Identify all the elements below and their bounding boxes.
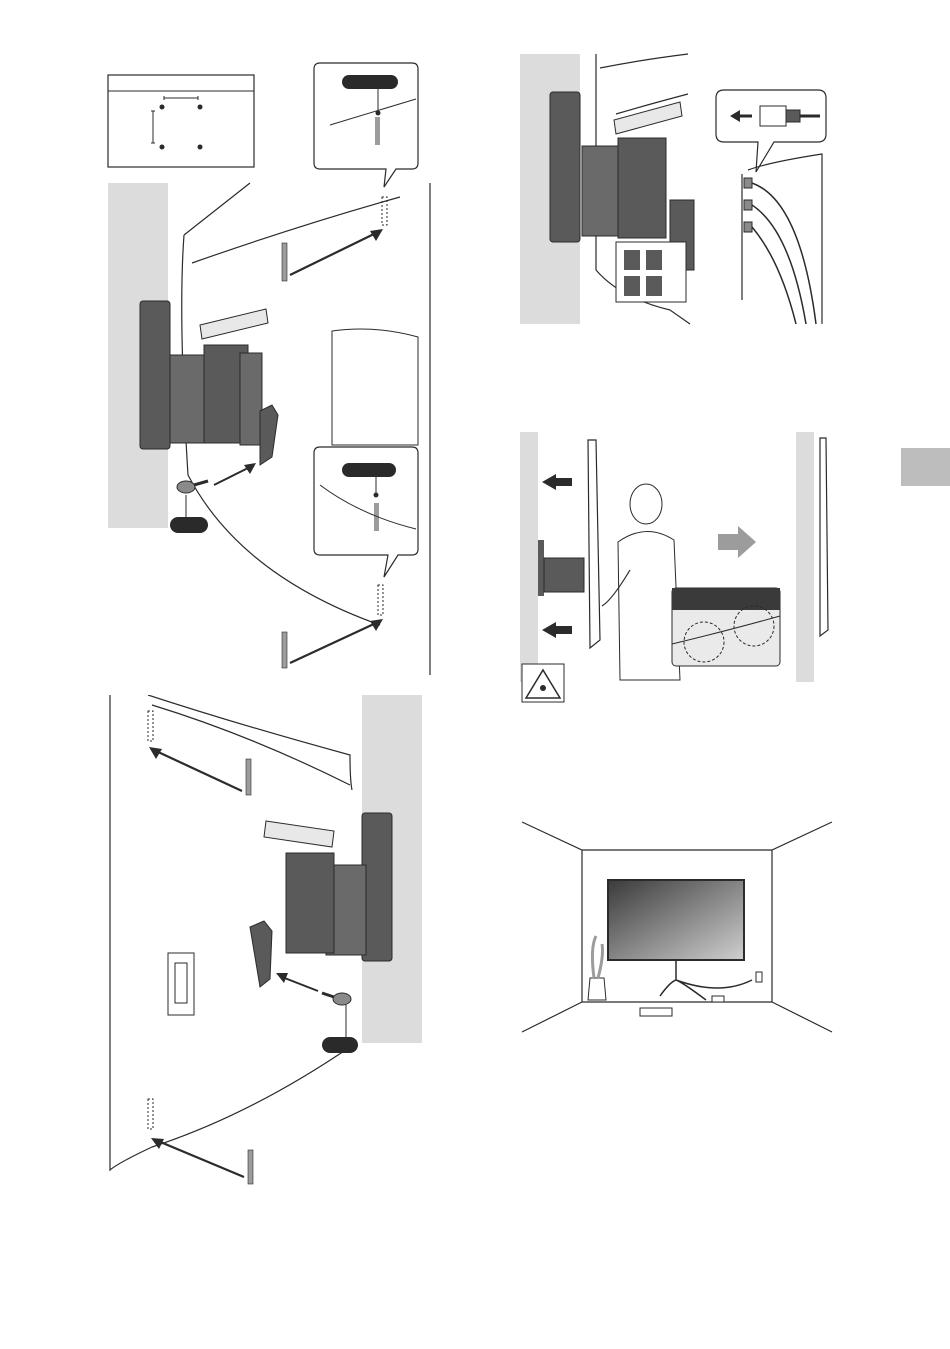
callout-lower [314,447,418,577]
arrow-icon [718,526,756,558]
hang-tv-illustration [520,430,840,710]
person [602,484,680,680]
panel-connect-cables [520,50,840,330]
arrow-icon [282,619,383,668]
section-edge-tab [901,448,950,486]
attach-bracket-illustration [100,55,435,680]
callout-upper [314,63,418,187]
wall-bracket [538,540,584,596]
arrow-icon [282,229,383,281]
wall-bracket [250,813,392,987]
screw-hole-template [108,75,254,167]
wall-section [796,432,814,682]
detail-inset [672,588,780,666]
panel-room-view [520,820,835,1035]
cable-bundle [744,178,816,324]
wall-section [520,432,538,682]
panel-attach-bracket-top [100,55,435,680]
panel-attach-bracket-bottom [100,695,430,1185]
arrow-icon [542,474,572,638]
arrow-icon [149,747,251,795]
room-tv-illustration [520,820,835,1035]
screw-icon [276,973,358,1053]
connect-cables-illustration [520,50,840,330]
arrow-icon [151,1138,253,1184]
room-tv [522,822,832,1032]
wall-bracket [140,301,278,465]
screw-icon [170,463,256,533]
panel-hang-tv [520,430,840,710]
caution-pinch-icon [522,664,564,702]
attach-bracket-mirror-illustration [100,695,430,1185]
